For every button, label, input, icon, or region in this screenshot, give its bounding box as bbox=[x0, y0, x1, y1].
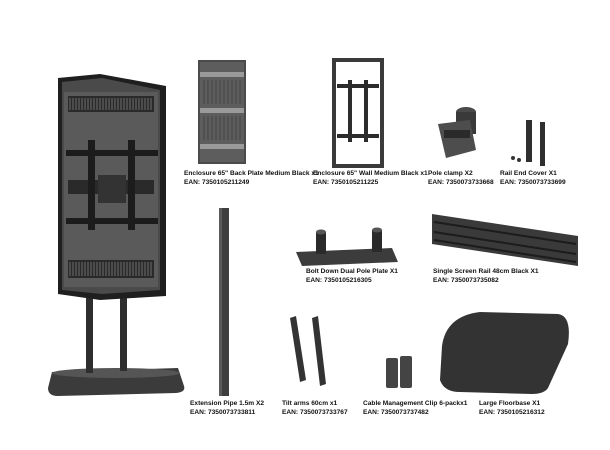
item-ean: EAN: 7350105211225 bbox=[313, 178, 379, 186]
caption-rail-end-cover: Rail End Cover X1 EAN: 7350073733699 bbox=[500, 170, 566, 187]
caption-pole-clamp: Pole clamp X2 EAN: 7350073733668 bbox=[428, 170, 494, 187]
item-ean: EAN: 7350105216312 bbox=[479, 408, 545, 416]
item-name: Rail End Cover X1 bbox=[500, 170, 557, 177]
caption-screen-rail: Single Screen Rail 48cm Black X1 EAN: 73… bbox=[433, 268, 539, 285]
item-ean: EAN: 7350073735082 bbox=[433, 276, 499, 284]
item-name: Bolt Down Dual Pole Plate X1 bbox=[306, 268, 398, 275]
caption-extension-pipe: Extension Pipe 1.5m X2 EAN: 735007373381… bbox=[190, 400, 264, 417]
item-name: Extension Pipe 1.5m X2 bbox=[190, 400, 265, 407]
item-name: Enclosure 65" Back Plate Medium Black x1 bbox=[184, 170, 319, 177]
caption-back-plate: Enclosure 65" Back Plate Medium Black x1… bbox=[184, 170, 319, 187]
caption-floorbase: Large Floorbase X1 EAN: 7350105216312 bbox=[479, 400, 545, 417]
item-ean: EAN: 7350073733668 bbox=[428, 178, 494, 186]
caption-cable-clip: Cable Management Clip 6-packx1 EAN: 7350… bbox=[363, 400, 467, 417]
item-ean: EAN: 7350073737482 bbox=[363, 408, 429, 416]
item-ean: EAN: 7350073733699 bbox=[500, 178, 566, 186]
item-name: Single Screen Rail 48cm Black X1 bbox=[433, 268, 539, 275]
item-name: Tilt arms 60cm x1 bbox=[282, 400, 338, 407]
caption-wall-medium: Enclosure 65" Wall Medium Black x1 EAN: … bbox=[313, 170, 428, 187]
item-name: Cable Management Clip 6-packx1 bbox=[363, 400, 468, 407]
item-name: Pole clamp X2 bbox=[428, 170, 473, 177]
item-ean: EAN: 7350073733811 bbox=[190, 408, 256, 416]
caption-pole-plate: Bolt Down Dual Pole Plate X1 EAN: 735010… bbox=[306, 268, 398, 285]
caption-tilt-arms: Tilt arms 60cm x1 EAN: 7350073733767 bbox=[282, 400, 348, 417]
item-name: Enclosure 65" Wall Medium Black x1 bbox=[313, 170, 428, 177]
item-ean: EAN: 7350073733767 bbox=[282, 408, 348, 416]
item-name: Large Floorbase X1 bbox=[479, 400, 541, 407]
item-ean: EAN: 7350105211249 bbox=[184, 178, 250, 186]
item-ean: EAN: 7350105216305 bbox=[306, 276, 372, 284]
